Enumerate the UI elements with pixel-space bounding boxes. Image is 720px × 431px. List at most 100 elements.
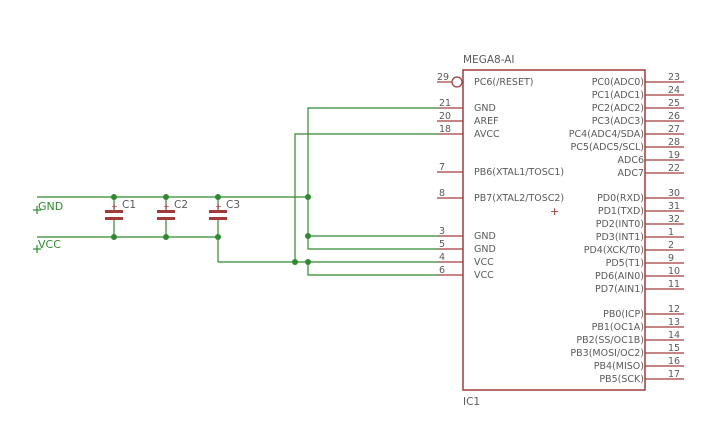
pin-right[interactable]: 30 PD0(RXD) — [597, 188, 684, 204]
pin-right[interactable]: 25 PC2(ADC2) — [592, 98, 684, 114]
junction-dot — [305, 194, 311, 200]
capacitor-origin-mark: + — [111, 202, 118, 211]
pin-label: GND — [474, 244, 496, 255]
capacitor-label: C1 — [122, 199, 136, 211]
pin-label: PC0(ADC0) — [592, 77, 644, 88]
junction-dot — [111, 234, 117, 240]
pin-number: 31 — [668, 201, 680, 212]
pin-left[interactable]: 4 VCC — [437, 252, 494, 268]
gnd-net-label: GND — [38, 200, 63, 213]
pin-number: 30 — [668, 188, 680, 199]
pin-right[interactable]: 1 PD3(INT1) — [596, 227, 684, 243]
pin-label: ADC7 — [618, 168, 645, 179]
capacitor-plate — [209, 210, 227, 213]
pin-number: 9 — [668, 253, 674, 264]
pin-label: PC1(ADC1) — [592, 90, 644, 101]
pin-right[interactable]: 22 ADC7 — [618, 163, 685, 179]
pin-label: PB1(OC1A) — [592, 322, 644, 333]
pin-label: PC2(ADC2) — [592, 103, 644, 114]
pin-right[interactable]: 28 PC5(ADC5/SCL) — [571, 137, 684, 153]
pin-number: 1 — [668, 227, 674, 238]
pin-number: 22 — [668, 163, 680, 174]
pin-number: 5 — [439, 239, 445, 250]
pin-label: PB5(SCK) — [599, 374, 644, 385]
junction-dot — [215, 194, 221, 200]
pin-number: 23 — [668, 72, 680, 83]
junction-dot — [215, 234, 221, 240]
pin-number: 18 — [439, 124, 451, 135]
pin-right[interactable]: 9 PD5(T1) — [606, 253, 684, 269]
pin-label: VCC — [474, 257, 494, 268]
pin-label: GND — [474, 103, 496, 114]
junction-dot — [305, 259, 311, 265]
pin-label: PC4(ADC4/SDA) — [569, 129, 644, 140]
pin-number: 6 — [439, 265, 445, 276]
junction-dot — [163, 234, 169, 240]
pin-left[interactable]: 21 GND — [437, 98, 496, 114]
pin-left[interactable]: 5 GND — [437, 239, 496, 255]
pin-right[interactable]: 23 PC0(ADC0) — [592, 72, 684, 88]
capacitor-label: C3 — [226, 199, 240, 211]
pin-label: PD4(XCK/T0) — [584, 245, 644, 256]
pin-number: 20 — [439, 111, 451, 122]
capacitor-c2[interactable]: + C2 — [157, 199, 188, 220]
pin-number: 28 — [668, 137, 680, 148]
pin-label: PC6(/RESET) — [474, 77, 533, 88]
junction-dot — [111, 194, 117, 200]
capacitor-c3[interactable]: + C3 — [209, 199, 240, 220]
junction-dot — [305, 233, 311, 239]
capacitors: + C1 + C2 + C3 — [105, 199, 240, 220]
pin-label: PD0(RXD) — [597, 193, 644, 204]
pin-label: PB7(XTAL2/TOSC2) — [474, 193, 564, 204]
pin-right[interactable]: 24 PC1(ADC1) — [592, 85, 684, 101]
pin-reset[interactable]: 29 PC6(/RESET) — [437, 72, 533, 88]
pin-number: 16 — [668, 356, 680, 367]
capacitor-c1[interactable]: + C1 — [105, 199, 136, 220]
pin-number: 25 — [668, 98, 680, 109]
pin-number: 7 — [439, 162, 445, 173]
pin-label: PD7(AIN1) — [595, 284, 644, 295]
ic-body — [462, 69, 646, 391]
pin-label: ADC6 — [618, 155, 645, 166]
pin-number: 24 — [668, 85, 680, 96]
junction-dot — [292, 259, 298, 265]
pin-number: 29 — [437, 72, 449, 83]
pin-label: PC5(ADC5/SCL) — [571, 142, 644, 153]
wires — [33, 107, 437, 276]
pin-right[interactable]: 2 PD4(XCK/T0) — [584, 240, 684, 256]
capacitor-plate — [157, 217, 175, 220]
ic-name-label: IC1 — [463, 396, 480, 408]
pin-number: 2 — [668, 240, 674, 251]
pin-number: 4 — [439, 252, 445, 263]
pin-label: GND — [474, 231, 496, 242]
pin-label: PB6(XTAL1/TOSC1) — [474, 167, 564, 178]
pin-number: 26 — [668, 111, 680, 122]
pin-label: PD3(INT1) — [596, 232, 644, 243]
pin-label: PD5(T1) — [606, 258, 644, 269]
capacitor-plate — [157, 210, 175, 213]
ic-value-label: MEGA8-AI — [463, 54, 515, 66]
pin-number: 21 — [439, 98, 451, 109]
gnd-ic-wire — [307, 107, 437, 250]
pin-number: 10 — [668, 266, 680, 277]
pin-left[interactable]: 7 PB6(XTAL1/TOSC1) — [437, 162, 564, 178]
